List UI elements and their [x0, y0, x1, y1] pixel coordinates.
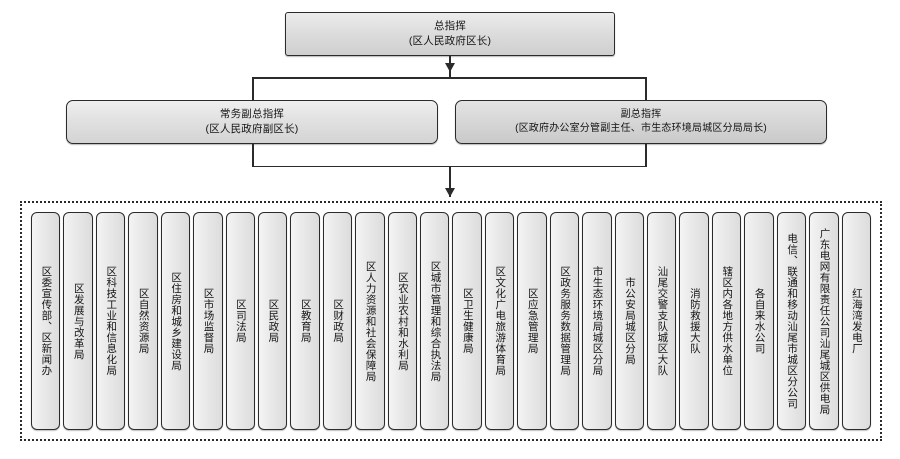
connector-pool-right-riser	[645, 144, 647, 167]
member-unit-box[interactable]: 区教育局	[290, 212, 320, 430]
member-unit-label: 区司法局	[234, 299, 247, 343]
member-unit-label: 区市场监督局	[202, 288, 215, 354]
node-exec-deputy-commander[interactable]: 常务副总指挥 (区人民政府副区长)	[66, 100, 438, 144]
node-commander-label: 总指挥 (区人民政府区长)	[408, 19, 492, 47]
member-unit-label: 区自然资源局	[137, 288, 150, 354]
member-unit-label: 区卫生健康局	[461, 288, 474, 354]
member-unit-box[interactable]: 区科技工业和信息化局	[95, 212, 126, 430]
node-deputy-commander[interactable]: 副总指挥 (区政府办公室分管副主任、市生态环境局城区分局局长)	[455, 100, 827, 144]
node-exec-deputy-commander-label: 常务副总指挥 (区人民政府副区长)	[205, 107, 299, 135]
member-unit-list: 区委宣传部、区新闻办 区发展与改革局 区科技工业和信息化局 区自然资源局 区住房和城乡建…	[31, 212, 871, 430]
member-unit-box[interactable]: 区文化广电旅游体育局	[484, 212, 515, 430]
member-unit-label: 区政务服务数据管理局	[559, 266, 572, 376]
member-unit-label: 各自来水公司	[753, 288, 766, 354]
member-unit-box[interactable]: 辖区内各地方供水单位	[711, 212, 742, 430]
member-unit-label: 消防救援大队	[688, 288, 701, 354]
member-unit-label: 市生态环境局城区分局	[591, 266, 604, 376]
member-unit-label: 区委宣传部、区新闻办	[40, 266, 53, 376]
member-unit-pool: 区委宣传部、区新闻办 区发展与改革局 区科技工业和信息化局 区自然资源局 区住房和城乡建…	[20, 201, 882, 441]
node-deputy-commander-label: 副总指挥 (区政府办公室分管副主任、市生态环境局城区分局局长)	[515, 108, 767, 135]
member-unit-label: 广东电网有限责任公司汕尾城区供电局	[818, 227, 831, 415]
connector-pool-left-riser	[252, 144, 254, 167]
member-unit-box[interactable]: 区住房和城乡建设局	[160, 212, 191, 430]
member-unit-label: 电信、联通和移动汕尾市城区分公司	[786, 233, 799, 409]
member-unit-label: 区教育局	[299, 299, 312, 343]
member-unit-label: 区人力资源和社会保障局	[364, 260, 377, 382]
member-unit-box[interactable]: 红海湾发电厂	[841, 212, 871, 430]
member-unit-box[interactable]: 消防救援大队	[679, 212, 709, 430]
member-unit-label: 区农业农村和水利局	[397, 271, 410, 371]
member-unit-label: 辖区内各地方供水单位	[721, 266, 734, 376]
connector-level2-left-drop	[252, 77, 254, 100]
member-unit-label: 汕尾交警支队城区大队	[656, 266, 669, 376]
member-unit-label: 区民政局	[267, 299, 280, 343]
member-unit-box[interactable]: 区司法局	[225, 212, 255, 430]
connector-pool-stem	[449, 165, 451, 197]
member-unit-box[interactable]: 电信、联通和移动汕尾市城区分公司	[776, 212, 807, 430]
member-unit-label: 区城市管理和综合执法局	[429, 260, 442, 382]
node-commander[interactable]: 总指挥 (区人民政府区长)	[285, 12, 615, 56]
member-unit-label: 区发展与改革局	[72, 282, 85, 360]
member-unit-box[interactable]: 区卫生健康局	[452, 212, 482, 430]
member-unit-box[interactable]: 区发展与改革局	[63, 212, 93, 430]
member-unit-box[interactable]: 广东电网有限责任公司汕尾城区供电局	[809, 212, 839, 430]
member-unit-box[interactable]: 市公安局城区分局	[614, 212, 645, 430]
member-unit-label: 区文化广电旅游体育局	[494, 266, 507, 376]
connector-level2-right-drop	[645, 77, 647, 100]
member-unit-box[interactable]: 区城市管理和综合执法局	[420, 212, 450, 430]
member-unit-label: 区住房和城乡建设局	[170, 271, 183, 371]
member-unit-box[interactable]: 区农业农村和水利局	[387, 212, 418, 430]
member-unit-box[interactable]: 市生态环境局城区分局	[582, 212, 612, 430]
member-unit-label: 区科技工业和信息化局	[105, 266, 118, 376]
member-unit-label: 市公安局城区分局	[623, 277, 636, 365]
member-unit-box[interactable]: 汕尾交警支队城区大队	[647, 212, 677, 430]
member-unit-box[interactable]: 区人力资源和社会保障局	[355, 212, 385, 430]
member-unit-box[interactable]: 区民政局	[257, 212, 288, 430]
member-unit-label: 区财政局	[332, 299, 345, 343]
member-unit-label: 红海湾发电厂	[850, 288, 863, 354]
member-unit-box[interactable]: 区委宣传部、区新闻办	[31, 212, 61, 430]
connector-level2-bar	[252, 77, 647, 79]
member-unit-box[interactable]: 区自然资源局	[128, 212, 158, 430]
member-unit-box[interactable]: 各自来水公司	[744, 212, 774, 430]
member-unit-box[interactable]: 区政务服务数据管理局	[549, 212, 580, 430]
connector-pool-arrow	[445, 188, 455, 197]
member-unit-box[interactable]: 区市场监督局	[193, 212, 223, 430]
member-unit-box[interactable]: 区财政局	[322, 212, 353, 430]
connector-commander-arrow	[445, 63, 455, 72]
member-unit-box[interactable]: 区应急管理局	[517, 212, 547, 430]
member-unit-label: 区应急管理局	[526, 288, 539, 354]
